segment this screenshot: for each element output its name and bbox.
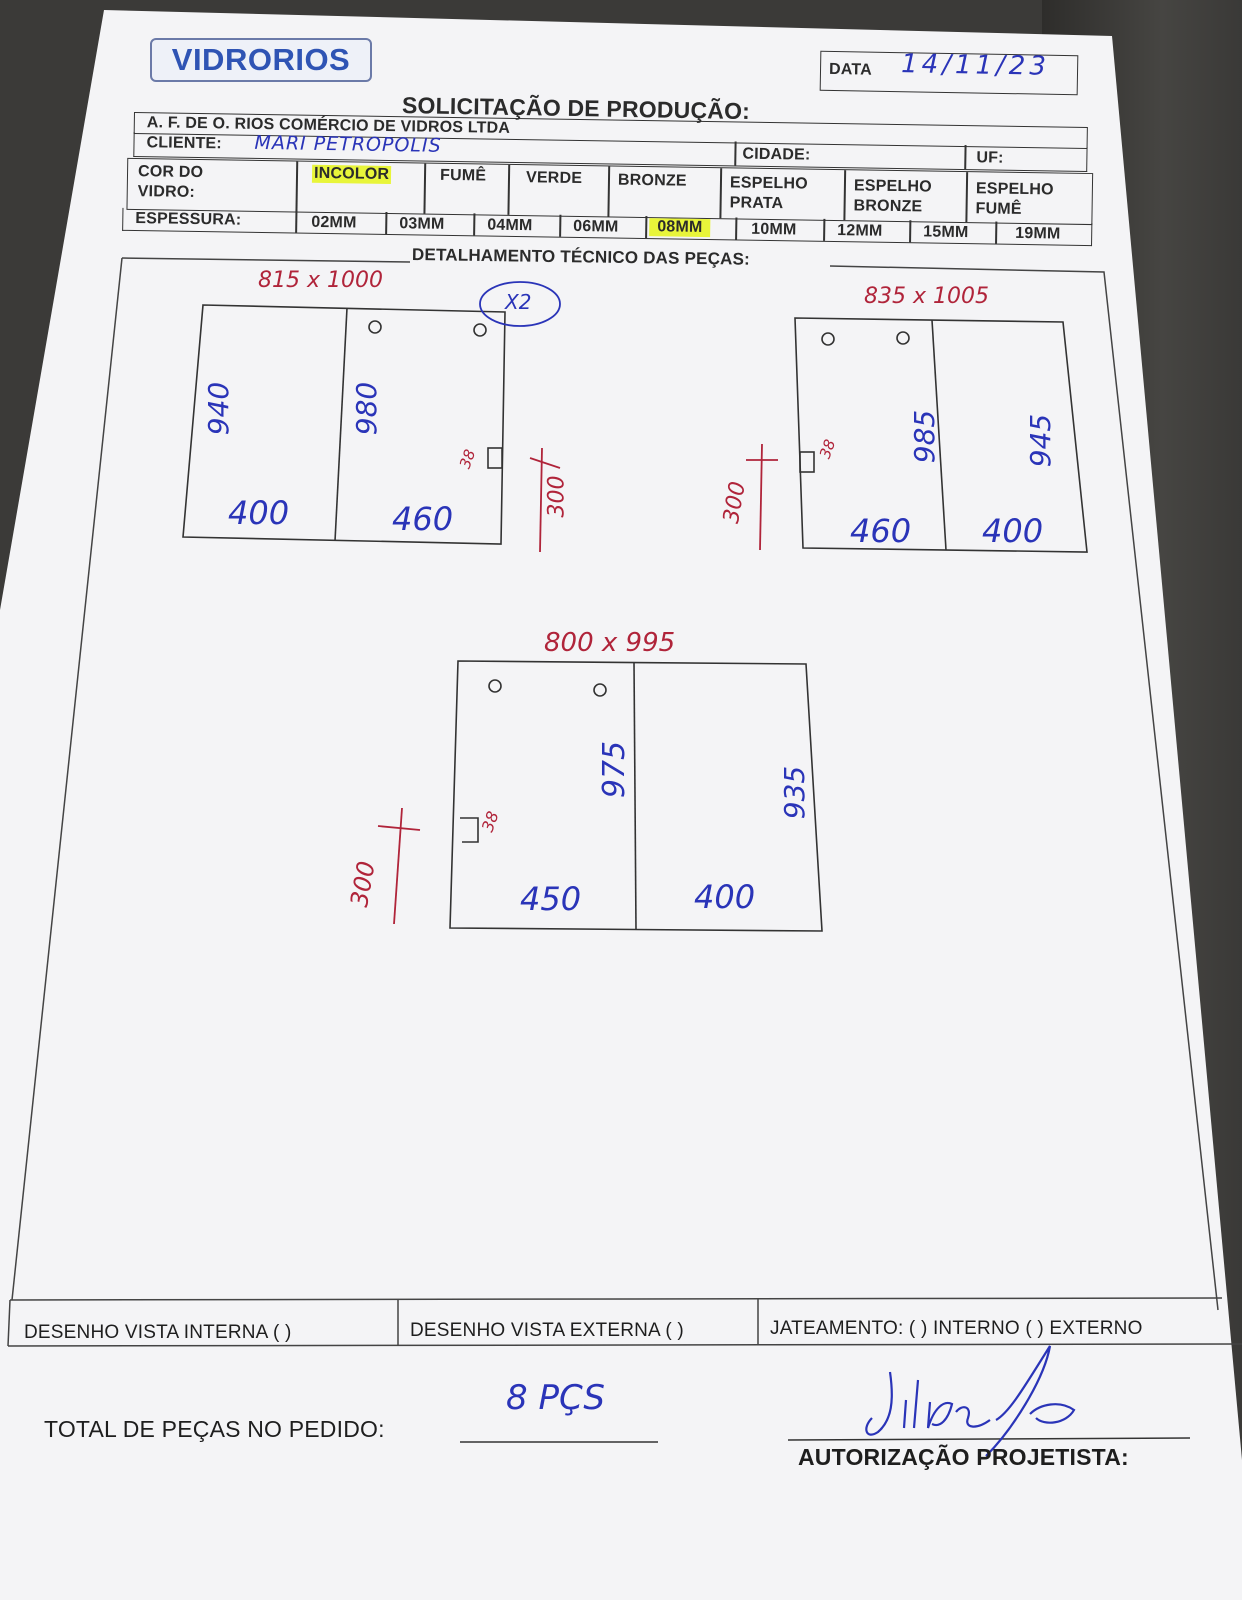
piece-2-hole bbox=[896, 331, 910, 345]
piece-2-width-right: 400 bbox=[982, 512, 1044, 550]
piece-1-width-left: 400 bbox=[228, 494, 290, 532]
piece-1-height-left: 940 bbox=[202, 381, 236, 436]
piece-3-hole bbox=[593, 683, 607, 697]
piece-1-outline bbox=[182, 304, 506, 545]
signature-line bbox=[787, 1437, 1191, 1441]
internal-view-option[interactable]: DESENHO VISTA INTERNA ( ) bbox=[24, 1322, 292, 1343]
piece-1-qty-note: X2 bbox=[505, 290, 532, 314]
piece-1-marker bbox=[529, 447, 561, 553]
piece-3-width-left: 450 bbox=[520, 880, 582, 918]
piece-2-marker bbox=[746, 443, 778, 551]
footer-table-lines bbox=[7, 1297, 1242, 1347]
piece-3-outline bbox=[449, 660, 823, 932]
piece-3-marker bbox=[377, 807, 421, 925]
signature bbox=[865, 1345, 1076, 1457]
piece-3-divider bbox=[633, 661, 637, 931]
piece-1-divider bbox=[334, 307, 348, 542]
logo-box: VIDRORIOS bbox=[150, 38, 372, 82]
drawing-frame-right bbox=[829, 265, 1219, 1311]
piece-2-handle bbox=[799, 451, 815, 473]
piece-2-sketch bbox=[794, 317, 1088, 553]
piece-3-dims: 800 x 995 bbox=[544, 628, 676, 658]
total-value: 8 PÇS bbox=[506, 1378, 605, 1418]
drawing-frame bbox=[121, 257, 411, 263]
piece-2-height-right: 945 bbox=[1024, 413, 1058, 468]
piece-1-width-right: 460 bbox=[392, 500, 454, 538]
piece-1-sketch bbox=[182, 281, 561, 545]
piece-3-handle bbox=[460, 817, 479, 843]
piece-2-width-left: 460 bbox=[850, 512, 912, 550]
piece-1-marker-label: 300 bbox=[544, 475, 570, 518]
authorization-label: AUTORIZAÇÃO PROJETISTA: bbox=[798, 1444, 1129, 1470]
piece-3-hole bbox=[488, 679, 502, 693]
piece-1-dims: 815 x 1000 bbox=[258, 268, 383, 293]
piece-1-qty-circle bbox=[479, 281, 561, 327]
piece-1-handle bbox=[487, 447, 503, 469]
piece-1-hole bbox=[368, 320, 382, 334]
drawing-frame-left bbox=[11, 257, 123, 1301]
piece-2-divider bbox=[931, 319, 947, 551]
total-label: TOTAL DE PEÇAS NO PEDIDO: bbox=[44, 1416, 385, 1442]
piece-1-hole bbox=[473, 323, 487, 337]
logo: VIDRORIOS bbox=[171, 42, 351, 77]
piece-2-height-left: 985 bbox=[908, 409, 942, 464]
piece-1-height-right: 980 bbox=[350, 381, 384, 436]
piece-3-height-right: 935 bbox=[778, 765, 812, 820]
sandblasting-option[interactable]: JATEAMENTO: ( ) INTERNO ( ) EXTERNO bbox=[770, 1318, 1143, 1339]
piece-2-hole bbox=[821, 332, 835, 346]
piece-3-width-right: 400 bbox=[694, 878, 756, 916]
piece-3-height-left: 975 bbox=[597, 740, 633, 799]
piece-3-sketch bbox=[449, 660, 823, 932]
external-view-option[interactable]: DESENHO VISTA EXTERNA ( ) bbox=[410, 1320, 684, 1341]
piece-2-dims: 835 x 1005 bbox=[864, 284, 989, 309]
